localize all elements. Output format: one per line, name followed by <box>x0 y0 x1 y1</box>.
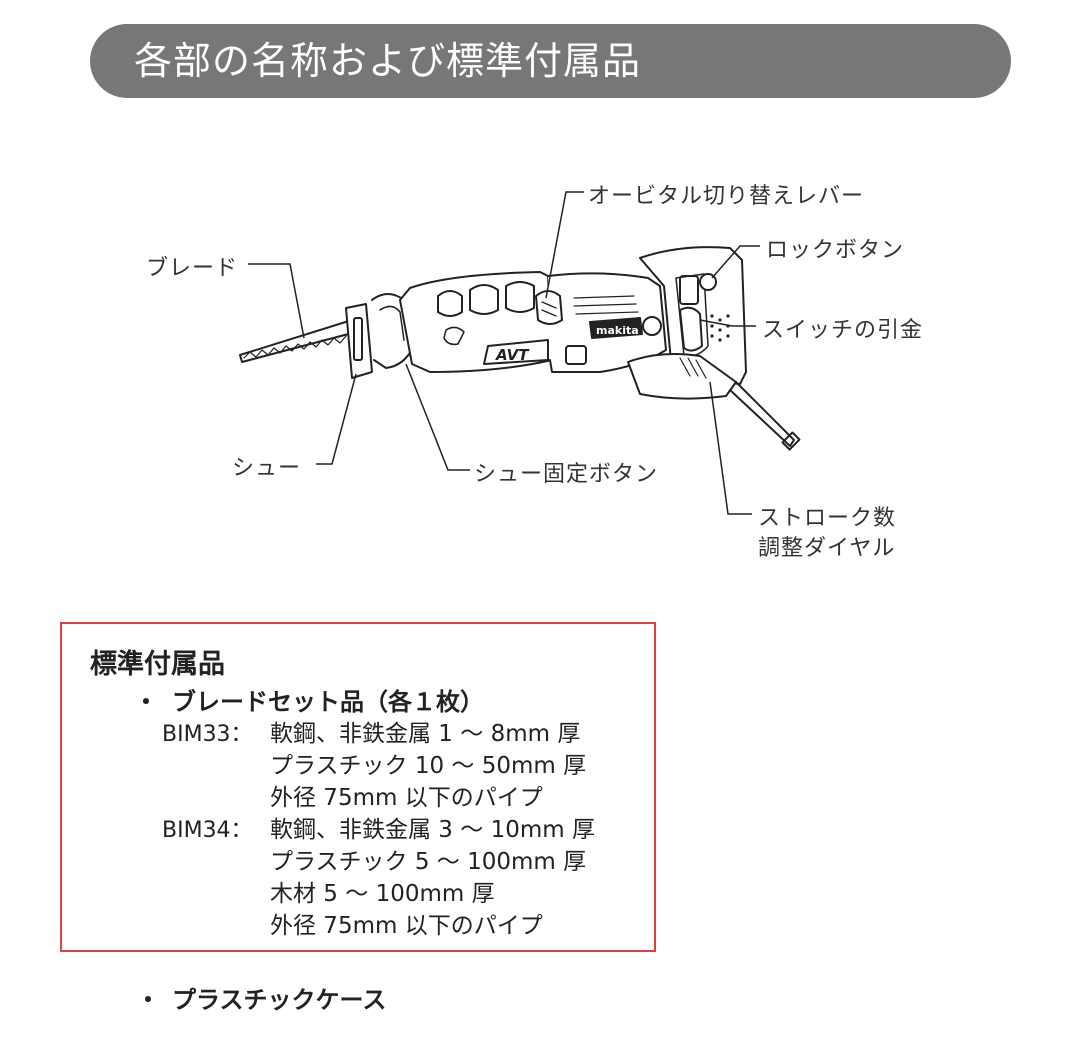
bim34-line-3: 木材 5 ～ 100mm 厚 <box>270 881 495 907</box>
callout-shoe: シュー <box>232 456 302 481</box>
bim34-code: BIM34： <box>162 818 253 843</box>
callout-switch-trigger: スイッチの引金 <box>762 318 924 343</box>
leader-lock <box>711 245 760 279</box>
bim33-line-1: 軟鋼、非鉄金属 1 ～ 8mm 厚 <box>270 721 581 747</box>
makita-label: makita <box>596 324 639 337</box>
callout-stroke-dial-line1: ストローク数 <box>758 506 897 531</box>
bim33-code: BIM33： <box>162 722 253 747</box>
section-title-banner: 各部の名称および標準付属品 <box>90 24 1011 98</box>
leader-blade <box>248 263 305 339</box>
callout-blade: ブレード <box>146 256 239 281</box>
reciprocating-saw-illustration: AVT makita <box>239 191 801 515</box>
bim34-line-4: 外径 75mm 以下のパイプ <box>270 913 543 939</box>
shoe-shape <box>345 303 373 379</box>
tool-diagram: AVT makita オービタル切り替えレバー ロックボタン ブレード スイッチ… <box>0 150 1078 580</box>
bim33-line-2: プラスチック 10 ～ 50mm 厚 <box>270 753 587 779</box>
blade-set-item: ・ブレードセット品（各１枚） <box>134 682 484 717</box>
bim34-line-2: プラスチック 5 ～ 100mm 厚 <box>270 849 587 875</box>
leader-orbital <box>545 191 584 299</box>
plastic-case-label: プラスチックケース <box>172 986 387 1014</box>
bullet-mark-2: ・ <box>136 986 160 1014</box>
leader-trigger <box>699 319 756 327</box>
page-title: 各部の名称および標準付属品 <box>134 39 642 83</box>
orbital-lever-shape <box>535 290 563 325</box>
callout-orbital-lever: オービタル切り替えレバー <box>588 184 865 209</box>
blade-set-title: ブレードセット品（各１枚） <box>172 688 484 716</box>
leader-shoe <box>316 373 357 465</box>
accessories-title: 標準付属品 <box>90 649 225 680</box>
callout-shoe-lock-button: シュー固定ボタン <box>474 462 659 487</box>
power-cord-shape <box>729 381 795 447</box>
switch-trigger-shape <box>679 306 703 352</box>
leader-shoe-lock <box>405 363 470 471</box>
standard-accessories-box: 標準付属品 ・ブレードセット品（各１枚） BIM33： 軟鋼、非鉄金属 1 ～ … <box>60 622 656 952</box>
leader-stroke-dial <box>709 381 752 515</box>
bim34-line-1: 軟鋼、非鉄金属 3 ～ 10mm 厚 <box>270 817 595 843</box>
plastic-case-item: ・プラスチックケース <box>136 980 386 1015</box>
bim33-line-3: 外径 75mm 以下のパイプ <box>270 785 543 811</box>
bullet-mark: ・ <box>134 688 158 716</box>
stroke-dial-shape <box>627 353 737 400</box>
callout-stroke-dial-line2: 調整ダイヤル <box>758 536 896 561</box>
avt-emblem: AVT <box>495 346 530 364</box>
callout-lock-button: ロックボタン <box>766 238 905 263</box>
